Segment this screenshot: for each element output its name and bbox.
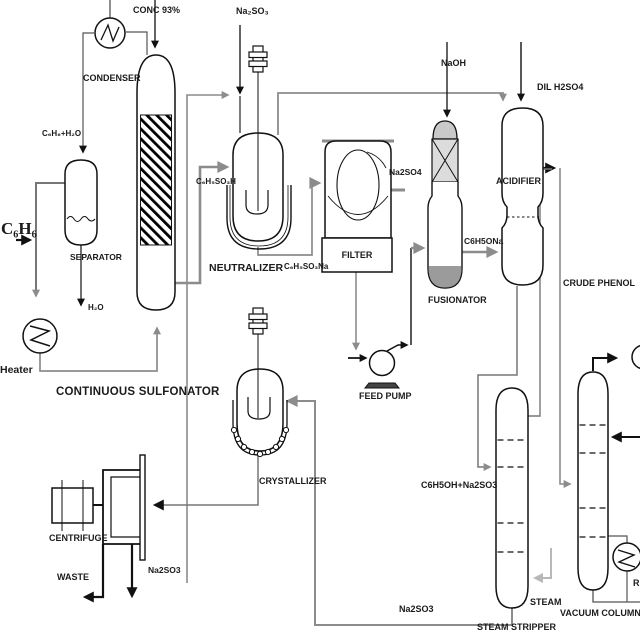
label-acidifier: ACIDIFIER <box>496 176 541 186</box>
label-naoh: NaOH <box>441 58 467 68</box>
filter-vat-curve <box>327 195 389 215</box>
vacuum-bottom-line <box>592 590 640 603</box>
label-centrifuge: CENTRIFUGE <box>49 533 108 543</box>
label-dil-h2so4: DIL H2SO4 <box>537 82 584 92</box>
label-c6h5so3na: C₆H₅SO₃Na <box>284 262 329 271</box>
separator-side-line <box>32 182 65 298</box>
centrifuge-unit <box>51 454 146 561</box>
label-c6h6: C₆H₆ <box>1 219 37 238</box>
label-heater: Heater <box>0 364 33 376</box>
sulfonator-vapor-line <box>126 31 148 55</box>
agitator-motor-icon <box>248 307 268 335</box>
label-na2so3-centrifuge: Na2SO3 <box>148 565 181 575</box>
label-h2so4-top: H2SO4 <box>133 0 163 1</box>
basket-bracket-outer <box>102 469 140 545</box>
filter-base <box>321 237 393 273</box>
c6h5so3h-feed-line <box>175 161 230 285</box>
fusionator-vessel <box>427 120 463 289</box>
filter-unit <box>321 139 394 273</box>
label-na2so4: Na2SO4 <box>389 167 422 177</box>
label-fusionator: FUSIONATOR <box>428 295 487 305</box>
label-waste: WASTE <box>57 572 90 582</box>
basket-plate <box>139 454 146 561</box>
label-condenser: CONDENSER <box>83 73 141 83</box>
pump-discharge-line <box>386 341 409 352</box>
stripper-trays <box>497 439 527 553</box>
separator-vessel <box>64 159 98 246</box>
neutralizer-bottom-line <box>257 177 322 256</box>
label-c6h5so3h: C₆H₅SO₃H <box>196 177 236 186</box>
motor-box <box>51 487 94 524</box>
vacuum-overhead-line <box>592 352 619 371</box>
overhead-condenser-icon <box>631 344 640 370</box>
draft-tube <box>245 190 269 215</box>
acidifier-vessel <box>501 107 544 286</box>
label-crystallizer: CRYSTALLIZER <box>259 476 327 486</box>
label-filter: FILTER <box>341 250 373 260</box>
crystallizer-vessel <box>230 307 290 458</box>
fusionator-bottom-dome <box>428 266 462 288</box>
draft-tube <box>247 397 271 420</box>
steam-line <box>533 548 552 583</box>
label-vacuum-column: VACUUM COLUMN <box>560 608 640 618</box>
label-c6h6-h2o: C₆H₆+H₂O <box>42 129 82 138</box>
label-conc-93: CONC 93% <box>133 5 181 15</box>
label-neutralizer: NEUTRALIZER <box>209 262 284 274</box>
cooling-coil-scallops <box>230 426 290 458</box>
crystallizer-bottom-line <box>152 455 259 511</box>
vacuum-column <box>577 371 609 591</box>
neutralizer-vapor-to-acidifier-line <box>277 92 507 135</box>
label-separator: SEPARATOR <box>70 252 122 262</box>
heater-icon <box>22 318 58 354</box>
filter-scraper <box>366 151 387 169</box>
jacket-outer <box>226 185 292 250</box>
label-continuous-sulfonator: CONTINUOUS SULFONATOR <box>56 386 220 398</box>
label-reboiler: R <box>633 578 640 588</box>
label-feed-pump: FEED PUMP <box>359 391 412 401</box>
label-na2so3-stripper-bottoms: Na2SO3 <box>399 604 434 614</box>
label-steam-stripper: STEAM STRIPPER <box>477 622 557 632</box>
heater-outlet-line <box>39 326 161 372</box>
condenser-to-separator-line <box>79 32 94 154</box>
stripper-bottoms-line <box>285 395 513 626</box>
label-na2so3-feed: Na₂SO₃ <box>236 6 269 16</box>
reboiler-icon <box>612 542 640 572</box>
jacket-inner <box>229 185 289 247</box>
filter-drum <box>336 149 380 221</box>
crude-phenol-line <box>559 168 572 488</box>
reboiler-top-connection <box>608 535 628 543</box>
label-steam: STEAM <box>530 597 562 607</box>
feed-pump-icon <box>363 349 401 389</box>
agitator-motor-icon <box>248 45 268 73</box>
liquid-level-wave <box>66 216 96 222</box>
label-h2o: H₂O <box>88 303 104 312</box>
steam-stripper-column <box>495 387 529 609</box>
packing-hatch <box>140 114 172 246</box>
label-c6h5oh-na2so3: C6H5OH+Na2SO3 <box>421 480 498 490</box>
vacuum-trays <box>579 424 607 538</box>
waste-line <box>82 544 105 603</box>
process-lines <box>16 0 640 626</box>
stripper-overhead-line <box>524 168 552 417</box>
equipment <box>22 17 640 609</box>
na2so3-recycle-riser <box>186 91 230 583</box>
neutralizer-vessel <box>226 45 292 250</box>
continuous-sulfonator-vessel <box>136 54 176 311</box>
label-crude-phenol: CRUDE PHENOL <box>563 278 636 288</box>
fusionator-cap <box>432 120 458 140</box>
label-c6h5ona: C6H5ONa <box>464 236 504 246</box>
acidifier-bottoms-line <box>477 286 518 471</box>
basket-bracket-inner <box>110 476 140 538</box>
condenser-icon <box>94 17 126 49</box>
